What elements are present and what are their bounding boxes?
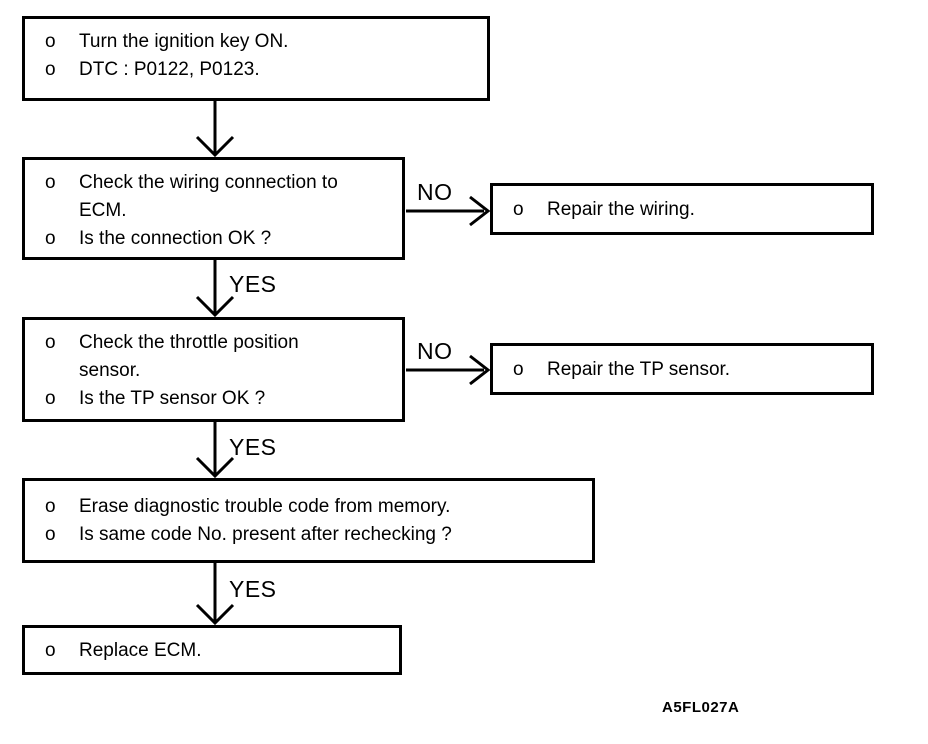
bullet-marker: o bbox=[45, 640, 56, 661]
step-text: Check the throttle position sensor. bbox=[79, 332, 299, 381]
bullet-marker: o bbox=[513, 199, 524, 220]
branch-label-no-wiring: NO bbox=[417, 179, 453, 205]
bullet-marker: o bbox=[45, 388, 56, 409]
list-item: o Is the connection OK ? bbox=[41, 225, 392, 253]
list-item: o Check the wiring connection to ECM. bbox=[41, 169, 392, 225]
bullet-marker: o bbox=[45, 524, 56, 545]
step-text: DTC : P0122, P0123. bbox=[79, 59, 260, 80]
step-text: Repair the wiring. bbox=[547, 199, 695, 220]
bullet-marker: o bbox=[45, 228, 56, 249]
arrowhead-no-to-repair-tp-sensor bbox=[469, 354, 491, 386]
arrowhead-start-to-check-wiring bbox=[195, 135, 235, 158]
flow-box-repair-tp-sensor: o Repair the TP sensor. bbox=[490, 343, 874, 395]
branch-label-yes-wiring: YES bbox=[229, 271, 277, 297]
list-item: o Check the throttle position sensor. bbox=[41, 329, 392, 385]
list-item: o Repair the wiring. bbox=[509, 196, 861, 224]
list-item: o Is same code No. present after recheck… bbox=[41, 521, 582, 549]
branch-label-yes-tp-sensor: YES bbox=[229, 434, 277, 460]
step-text: Replace ECM. bbox=[79, 640, 202, 661]
list-item: o Repair the TP sensor. bbox=[509, 356, 861, 384]
flow-box-erase-code: o Erase diagnostic trouble code from mem… bbox=[22, 478, 595, 563]
flow-box-check-wiring: o Check the wiring connection to ECM. o … bbox=[22, 157, 405, 260]
bullet-marker: o bbox=[45, 59, 56, 80]
list-item: o Replace ECM. bbox=[41, 637, 389, 665]
flow-box-start: o Turn the ignition key ON. o DTC : P012… bbox=[22, 16, 490, 101]
step-text: Repair the TP sensor. bbox=[547, 359, 731, 380]
step-text: Is same code No. present after recheckin… bbox=[79, 524, 452, 545]
list-item: o Erase diagnostic trouble code from mem… bbox=[41, 493, 582, 521]
figure-code: A5FL027A bbox=[662, 699, 740, 716]
list-item: o Is the TP sensor OK ? bbox=[41, 385, 392, 413]
arrowhead-yes-to-replace-ecm bbox=[195, 603, 235, 626]
list-item: o Turn the ignition key ON. bbox=[41, 28, 477, 56]
bullet-marker: o bbox=[45, 31, 56, 52]
bullet-marker: o bbox=[45, 332, 56, 353]
step-text: Erase diagnostic trouble code from memor… bbox=[79, 496, 451, 517]
flow-box-check-tp-sensor: o Check the throttle position sensor. o … bbox=[22, 317, 405, 422]
arrowhead-yes-to-check-tp-sensor bbox=[195, 295, 235, 318]
list-item: o DTC : P0122, P0123. bbox=[41, 56, 477, 84]
bullet-marker: o bbox=[45, 496, 56, 517]
step-text: Turn the ignition key ON. bbox=[79, 31, 289, 52]
bullet-marker: o bbox=[45, 172, 56, 193]
branch-label-no-tp-sensor: NO bbox=[417, 338, 453, 364]
step-text: Is the connection OK ? bbox=[79, 228, 272, 249]
step-text: Is the TP sensor OK ? bbox=[79, 388, 266, 409]
flow-box-repair-wiring: o Repair the wiring. bbox=[490, 183, 874, 235]
arrowhead-yes-to-erase-code bbox=[195, 456, 235, 479]
step-text: Check the wiring connection to ECM. bbox=[79, 172, 338, 221]
branch-label-yes-erase: YES bbox=[229, 576, 277, 602]
arrowhead-no-to-repair-wiring bbox=[469, 195, 491, 227]
flow-box-replace-ecm: o Replace ECM. bbox=[22, 625, 402, 675]
bullet-marker: o bbox=[513, 359, 524, 380]
